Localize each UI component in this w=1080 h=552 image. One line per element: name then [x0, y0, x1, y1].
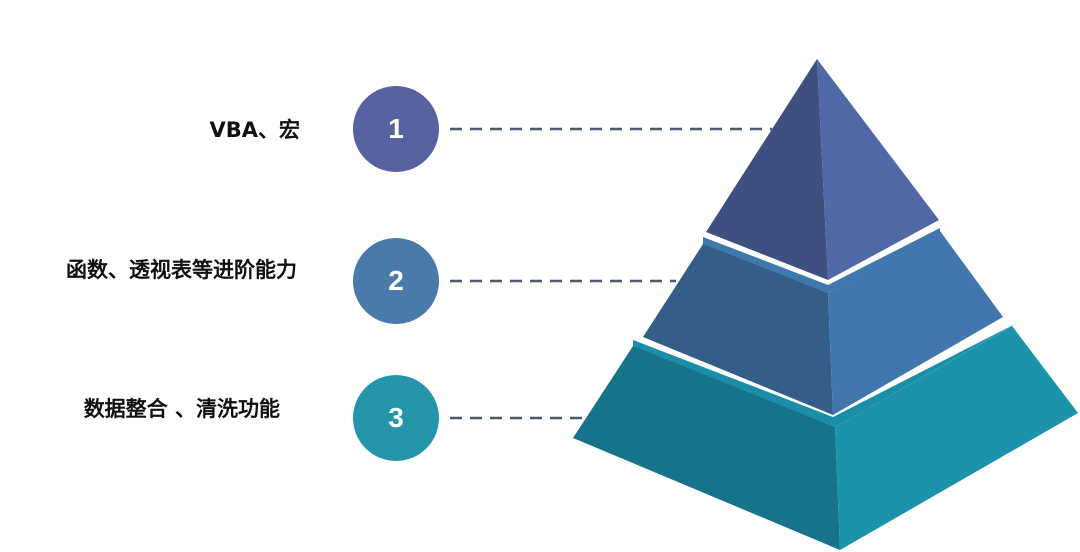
level-2-label: 函数、透视表等进阶能力 — [66, 258, 297, 282]
level-3-badge: 3 — [353, 375, 439, 461]
level-3-label: 数据整合 、清洗功能 — [83, 397, 280, 421]
connector-lines — [450, 127, 772, 420]
level-3-number: 3 — [388, 402, 404, 433]
pyramid-tier-2 — [643, 228, 1003, 415]
level-1-number: 1 — [388, 113, 404, 144]
level-1-label: VBA、宏 — [209, 118, 300, 142]
level-2-badge: 2 — [353, 238, 439, 324]
level-2-number: 2 — [388, 265, 404, 296]
pyramid-tier-1 — [706, 59, 939, 280]
level-1-badge: 1 — [353, 86, 439, 172]
pyramid-tier-3 — [573, 323, 1078, 550]
